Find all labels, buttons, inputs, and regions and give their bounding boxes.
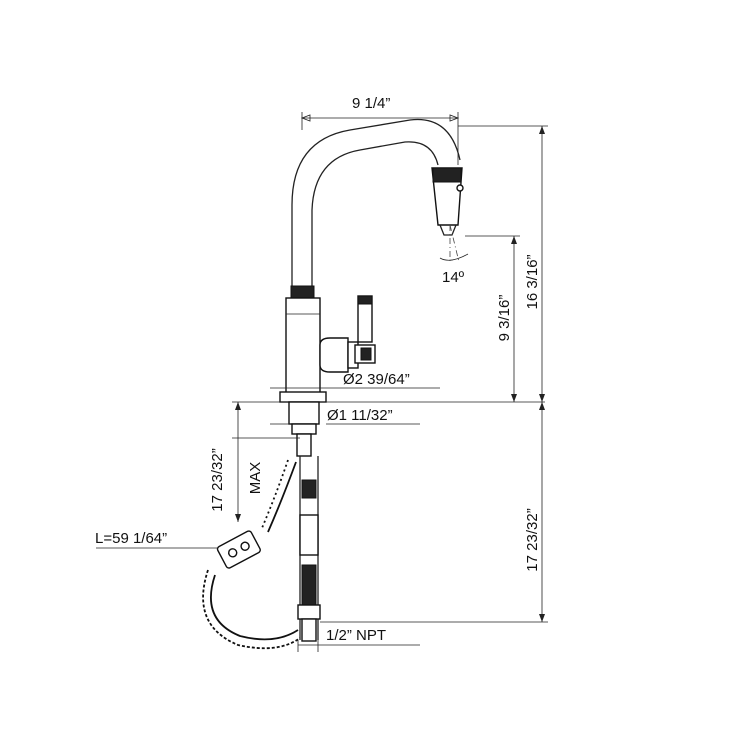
dimension-labels: 9 1/4” 14º Ø2 39/64” Ø1 11/32” L=59 1/64… [95, 95, 541, 644]
spout-height-label: 9 3/16” [496, 295, 513, 342]
hose-length-label: L=59 1/64” [95, 530, 167, 547]
base-diameter-label: Ø2 39/64” [343, 371, 410, 388]
spray-knurl [432, 167, 462, 183]
max-below-label: 17 23/32” [209, 448, 226, 511]
angle-label: 14º [442, 269, 465, 286]
below-deck-label: 17 23/32” [524, 508, 541, 571]
max-label: MAX [247, 462, 264, 495]
total-height-label: 16 3/16” [524, 254, 541, 309]
shank-diameter-label: Ø1 11/32” [327, 407, 393, 424]
faucet-body [279, 118, 464, 403]
connection-label: 1/2” NPT [326, 627, 386, 644]
under-deck-assembly [202, 401, 545, 650]
column-knurl [290, 285, 315, 299]
dimension-lines [96, 112, 548, 652]
reach-label: 9 1/4” [352, 95, 390, 112]
